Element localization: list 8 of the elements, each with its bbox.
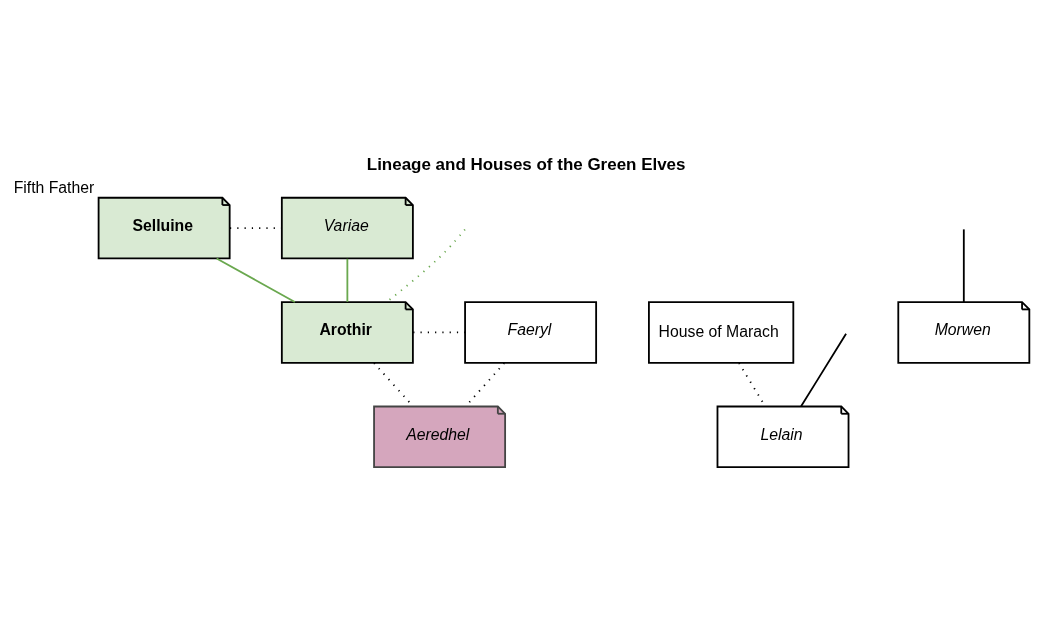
- connector: [962, 228, 965, 303]
- node-label: Fifth Father: [13, 179, 95, 197]
- diagram-title: Lineage and Houses of the Green Elves: [366, 155, 686, 175]
- connector: [215, 257, 296, 303]
- connector: [800, 332, 847, 408]
- node-box: House of Marach: [648, 301, 795, 364]
- connector: [346, 257, 349, 303]
- node-box: Faeryl: [464, 301, 598, 364]
